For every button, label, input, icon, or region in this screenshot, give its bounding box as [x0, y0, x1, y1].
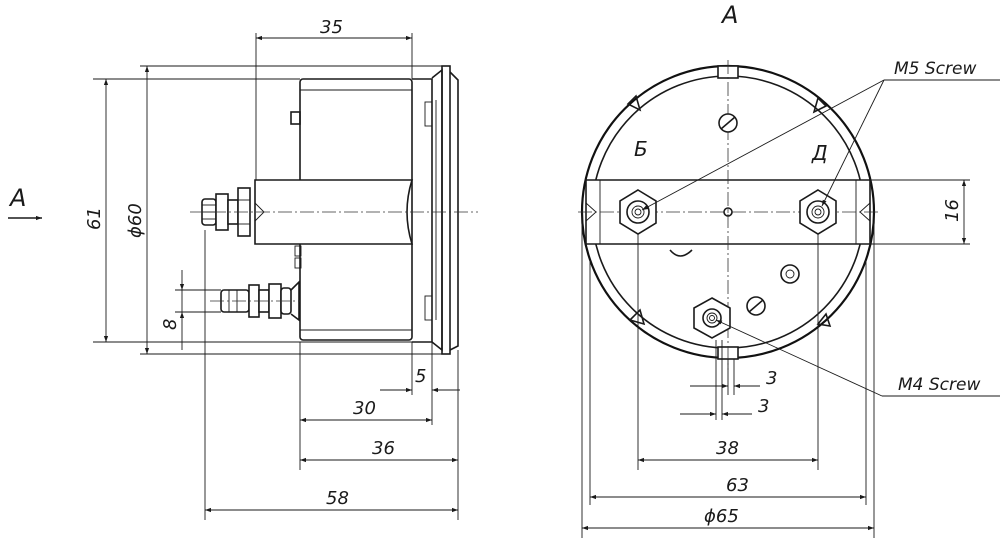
side-dimensions: 35 61 ϕ60 8 5 30 36 58	[84, 17, 460, 513]
front-view: A	[578, 1, 1000, 538]
dim-30: 30	[353, 398, 376, 419]
dim-phi60: ϕ60	[125, 203, 146, 238]
side-view: A	[8, 17, 478, 520]
dim-16: 16	[942, 199, 963, 222]
dim-38: 38	[716, 438, 739, 459]
m5-callout: M5 Screw	[641, 59, 1000, 211]
dim-5: 5	[415, 366, 426, 387]
dim-58: 58	[326, 488, 349, 509]
view-label: A	[720, 1, 738, 29]
dim-3-upper: 3	[766, 368, 777, 389]
front-dimensions: 16 3 3 38 63 ϕ65	[582, 180, 967, 531]
terminal-label-left: Б	[634, 137, 648, 161]
terminal-label-right: Д	[811, 141, 828, 165]
dim-35: 35	[320, 17, 343, 38]
view-arrow-label: A	[8, 184, 26, 212]
dim-8: 8	[160, 319, 181, 330]
slotted-screw-top	[718, 113, 738, 133]
dim-phi65: ϕ65	[704, 506, 739, 527]
m4-callout: M4 Screw	[715, 319, 1000, 397]
terminal-nut-bottom	[693, 297, 731, 339]
dim-3-lower: 3	[758, 396, 769, 417]
dim-36: 36	[372, 438, 395, 459]
dim-63: 63	[726, 475, 749, 496]
slotted-screw-right	[746, 296, 766, 316]
m4-callout-label: M4 Screw	[898, 375, 980, 395]
lower-clip	[669, 249, 693, 257]
small-terminal	[780, 264, 800, 284]
dim-61: 61	[84, 207, 105, 230]
view-direction-arrow: A	[8, 184, 42, 221]
m5-callout-label: M5 Screw	[894, 59, 976, 79]
